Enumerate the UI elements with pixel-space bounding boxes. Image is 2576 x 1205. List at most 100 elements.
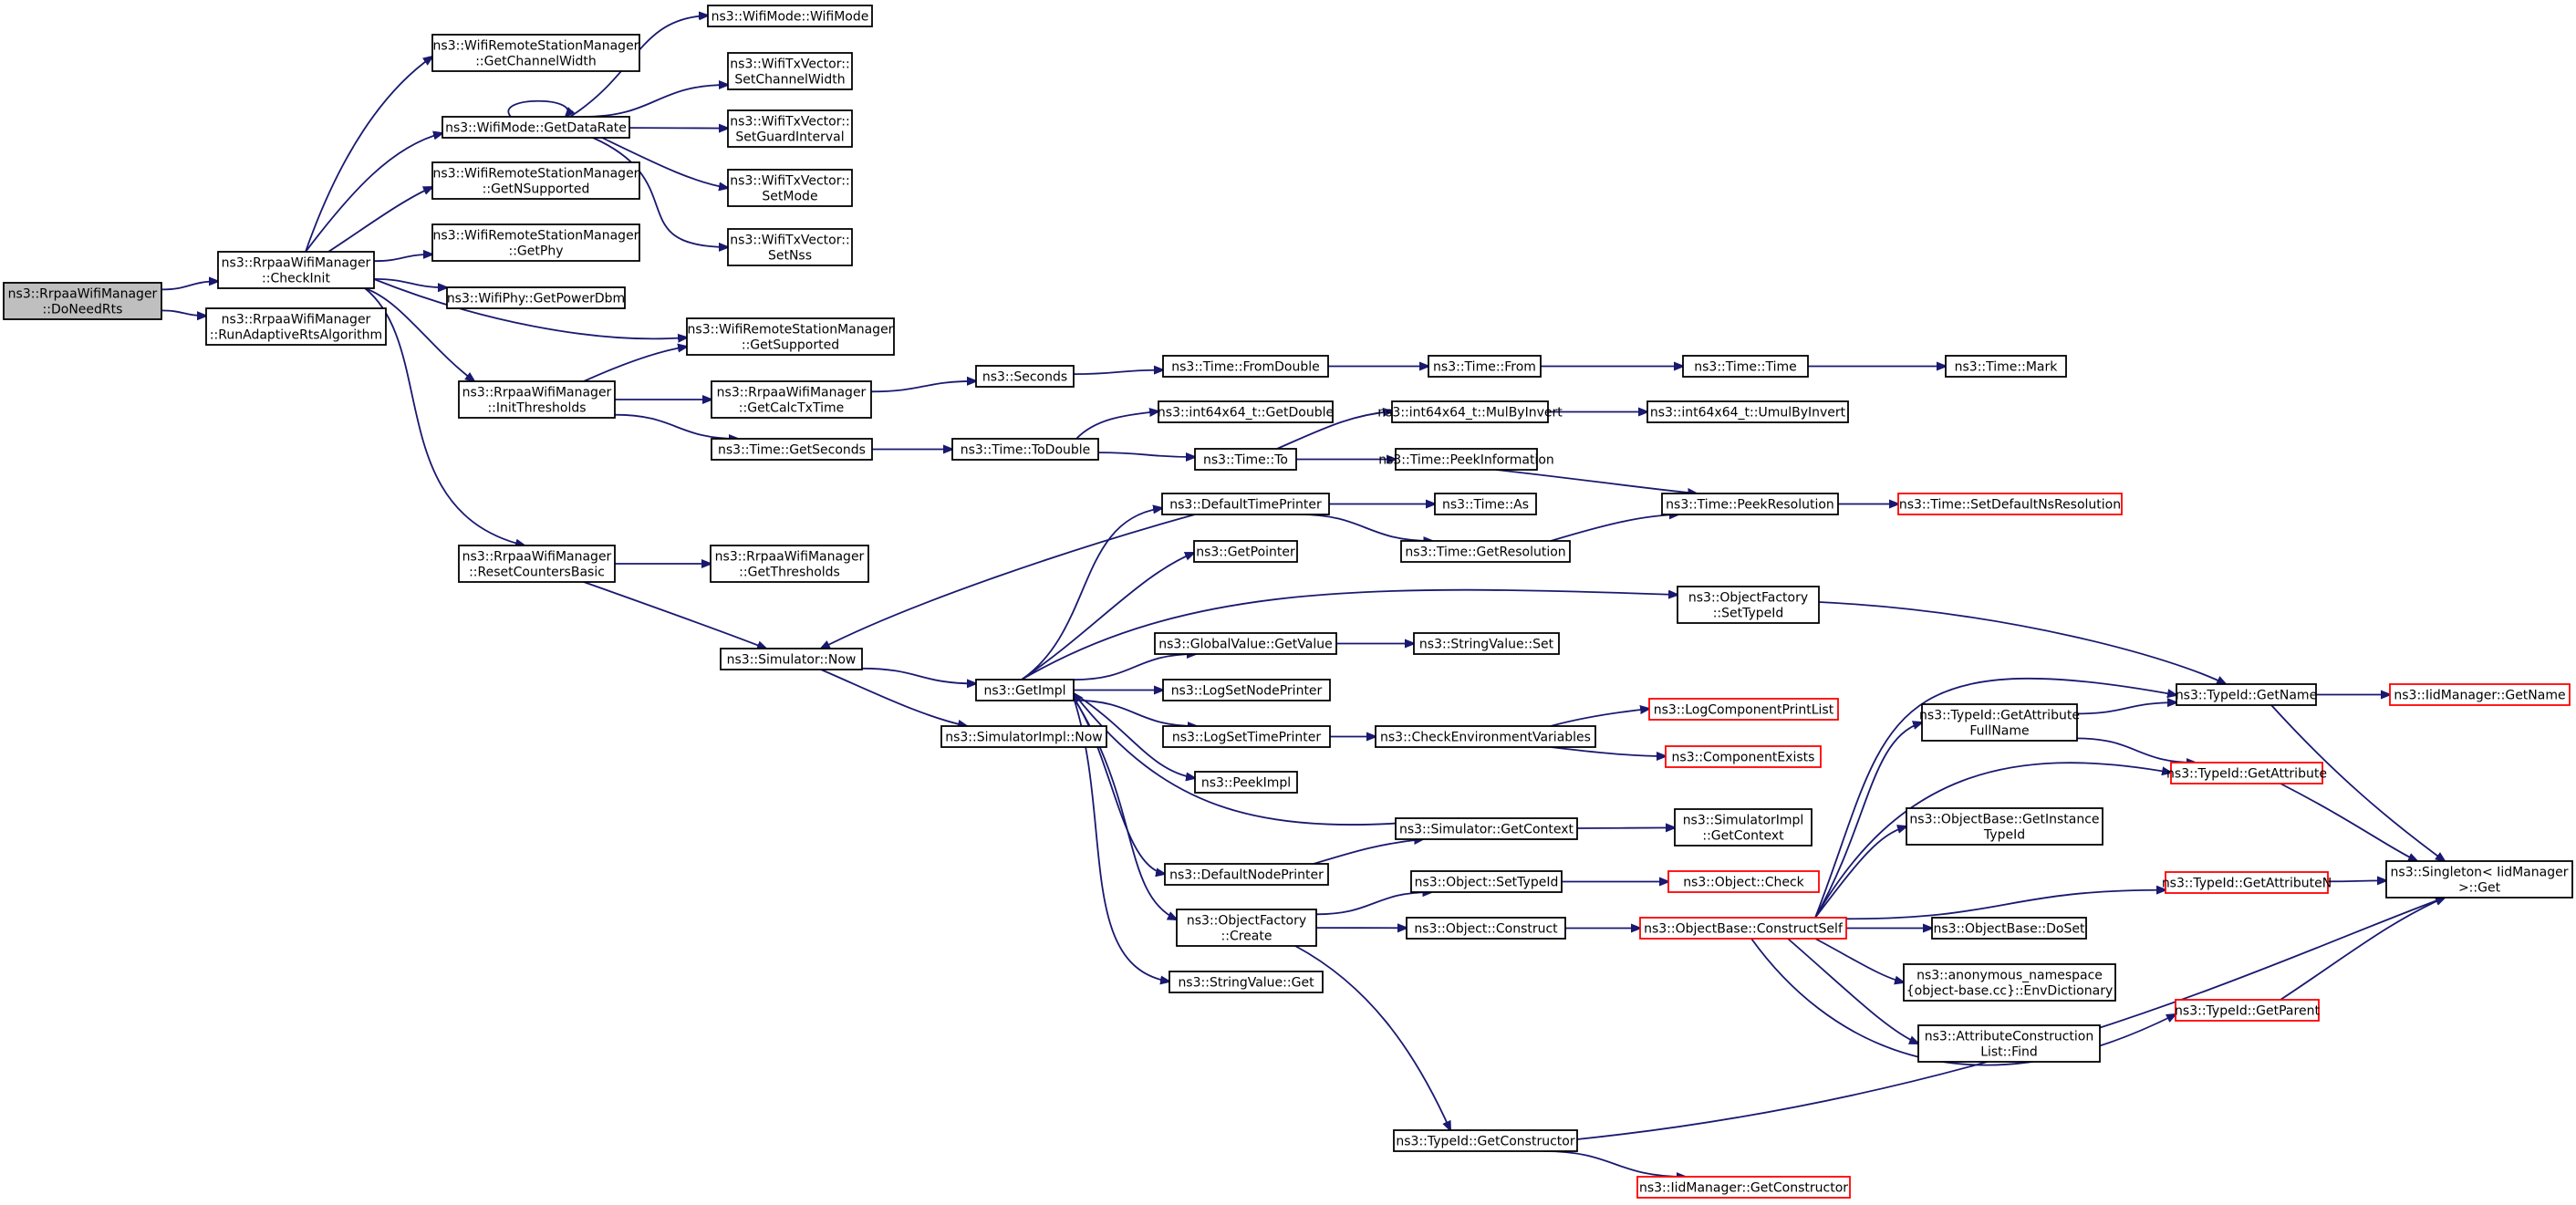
graph-node-n52[interactable]: ns3::Object::SetTypeId — [1410, 870, 1563, 893]
node-box[interactable] — [1636, 1176, 1851, 1199]
graph-node-n46[interactable]: ns3::ComponentExists — [1665, 745, 1822, 768]
graph-node-n33[interactable]: ns3::GetImpl — [975, 679, 1075, 701]
node-box[interactable] — [1400, 540, 1571, 563]
node-box[interactable] — [1162, 679, 1331, 701]
graph-node-n25[interactable]: ns3::Time::To — [1194, 448, 1297, 471]
node-box[interactable] — [711, 380, 872, 419]
graph-node-n7[interactable]: ns3::WifiPhy::GetPowerDbm — [446, 286, 626, 309]
node-box[interactable] — [1903, 963, 2116, 1002]
graph-node-n2[interactable]: ns3::RrpaaWifiManager::RunAdaptiveRtsAlg… — [205, 307, 387, 346]
node-box[interactable] — [707, 5, 873, 27]
graph-node-n51[interactable]: ns3::ObjectFactory::Create — [1176, 909, 1317, 947]
node-box[interactable] — [1428, 355, 1542, 378]
graph-node-n17[interactable]: ns3::Time::GetSeconds — [711, 438, 873, 461]
graph-node-n4[interactable]: ns3::WifiMode::GetDataRate — [441, 116, 630, 139]
node-box[interactable] — [2176, 683, 2317, 706]
node-box[interactable] — [2389, 683, 2571, 706]
graph-node-n1[interactable]: ns3::RrpaaWifiManager::CheckInit — [217, 251, 375, 289]
graph-node-n45[interactable]: ns3::LogComponentPrintList — [1648, 698, 1839, 721]
graph-node-n9[interactable]: ns3::RrpaaWifiManager::InitThresholds — [458, 380, 616, 419]
node-box[interactable] — [1164, 863, 1329, 886]
node-box[interactable] — [458, 545, 616, 583]
node-box[interactable] — [3, 282, 162, 320]
graph-node-n20[interactable]: ns3::Time::From — [1428, 355, 1542, 378]
node-box[interactable] — [720, 648, 863, 670]
node-box[interactable] — [1375, 725, 1596, 748]
graph-node-n47[interactable]: ns3::PeekImpl — [1194, 771, 1298, 794]
graph-node-n30[interactable]: ns3::Time::SetDefaultNsResolution — [1897, 493, 2123, 515]
node-box[interactable] — [1667, 870, 1820, 893]
graph-node-n15[interactable]: ns3::WifiTxVector::SetNss — [727, 228, 853, 266]
node-box[interactable] — [711, 438, 873, 461]
graph-node-n31[interactable]: ns3::RrpaaWifiManager::GetThresholds — [710, 545, 869, 583]
node-box[interactable] — [217, 251, 375, 289]
graph-node-n35[interactable]: ns3::DefaultTimePrinter — [1161, 493, 1330, 515]
node-box[interactable] — [727, 228, 853, 266]
graph-node-n49[interactable]: ns3::SimulatorImpl::GetContext — [1674, 808, 1813, 847]
node-box[interactable] — [1154, 632, 1337, 655]
node-box[interactable] — [2165, 871, 2329, 894]
node-box[interactable] — [1945, 355, 2067, 378]
graph-node-n61[interactable]: ns3::IidManager::GetName — [2389, 683, 2571, 706]
node-box[interactable] — [1161, 493, 1330, 515]
graph-node-n62[interactable]: ns3::TypeId::GetAttribute — [2166, 762, 2327, 784]
node-box[interactable] — [1931, 917, 2087, 940]
node-box[interactable] — [2175, 999, 2320, 1022]
graph-node-n14[interactable]: ns3::WifiTxVector::SetMode — [727, 169, 853, 207]
graph-node-n36[interactable]: ns3::Time::As — [1434, 493, 1537, 515]
node-box[interactable] — [1406, 917, 1566, 940]
graph-node-n48[interactable]: ns3::Simulator::GetContext — [1395, 817, 1578, 840]
graph-node-n12[interactable]: ns3::WifiTxVector::SetChannelWidth — [727, 52, 853, 90]
node-box[interactable] — [975, 365, 1075, 388]
node-box[interactable] — [1162, 355, 1329, 378]
node-box[interactable] — [2385, 860, 2573, 899]
node-box[interactable] — [1176, 909, 1317, 947]
graph-node-n56[interactable]: ns3::StringValue::Get — [1169, 971, 1324, 993]
node-box[interactable] — [727, 109, 853, 148]
graph-node-n38[interactable]: ns3::GetPointer — [1193, 540, 1298, 563]
node-box[interactable] — [710, 545, 869, 583]
graph-node-n3[interactable]: ns3::WifiRemoteStationManager::GetChanne… — [431, 34, 640, 72]
graph-node-n66[interactable]: ns3::ObjectBase::DoSet — [1931, 917, 2087, 940]
node-box[interactable] — [975, 679, 1075, 701]
node-box[interactable] — [1158, 400, 1334, 423]
node-box[interactable] — [1921, 703, 2078, 742]
graph-node-n24[interactable]: ns3::int64x64_t::GetDouble — [1158, 400, 1334, 423]
graph-node-n23[interactable]: ns3::Time::ToDouble — [951, 438, 1099, 461]
graph-node-n67[interactable]: ns3::anonymous_namespace{object-base.cc}… — [1903, 963, 2116, 1002]
graph-node-n5[interactable]: ns3::WifiRemoteStationManager::GetNSuppo… — [431, 161, 640, 200]
node-box[interactable] — [1395, 817, 1578, 840]
graph-node-n55[interactable]: ns3::ObjectBase::ConstructSelf — [1639, 917, 1847, 940]
node-box[interactable] — [1665, 745, 1822, 768]
node-box[interactable] — [1169, 971, 1324, 993]
graph-node-n43[interactable]: ns3::LogSetTimePrinter — [1162, 725, 1331, 748]
graph-node-n13[interactable]: ns3::WifiTxVector::SetGuardInterval — [727, 109, 853, 148]
graph-node-n26[interactable]: ns3::int64x64_t::MulByInvert — [1377, 400, 1563, 423]
graph-node-n16[interactable]: ns3::RrpaaWifiManager::GetCalcTxTime — [711, 380, 872, 419]
node-box[interactable] — [1434, 493, 1537, 515]
node-box[interactable] — [446, 286, 626, 309]
node-box[interactable] — [1393, 1129, 1578, 1152]
node-box[interactable] — [441, 116, 630, 139]
node-box[interactable] — [686, 317, 895, 356]
graph-node-n40[interactable]: ns3::GlobalValue::GetValue — [1154, 632, 1337, 655]
node-box[interactable] — [431, 161, 640, 200]
graph-node-n50[interactable]: ns3::DefaultNodePrinter — [1164, 863, 1329, 886]
graph-node-n22[interactable]: ns3::Time::Mark — [1945, 355, 2067, 378]
node-box[interactable] — [431, 34, 640, 72]
graph-node-n37[interactable]: ns3::Time::GetResolution — [1400, 540, 1571, 563]
graph-node-n44[interactable]: ns3::CheckEnvironmentVariables — [1375, 725, 1596, 748]
node-box[interactable] — [1646, 400, 1849, 423]
graph-node-n53[interactable]: ns3::Object::Check — [1667, 870, 1820, 893]
graph-node-n0[interactable]: ns3::RrpaaWifiManager::DoNeedRts — [3, 282, 162, 320]
graph-node-n10[interactable]: ns3::RrpaaWifiManager::ResetCountersBasi… — [458, 545, 616, 583]
graph-node-n41[interactable]: ns3::StringValue::Set — [1413, 632, 1560, 655]
graph-node-n60[interactable]: ns3::TypeId::GetName — [2176, 683, 2317, 706]
node-box[interactable] — [1162, 725, 1331, 748]
graph-node-n21[interactable]: ns3::Time::Time — [1682, 355, 1809, 378]
node-box[interactable] — [205, 307, 387, 346]
graph-node-n8[interactable]: ns3::WifiRemoteStationManager::GetSuppor… — [686, 317, 895, 356]
graph-node-n29[interactable]: ns3::Time::PeekResolution — [1661, 493, 1839, 515]
